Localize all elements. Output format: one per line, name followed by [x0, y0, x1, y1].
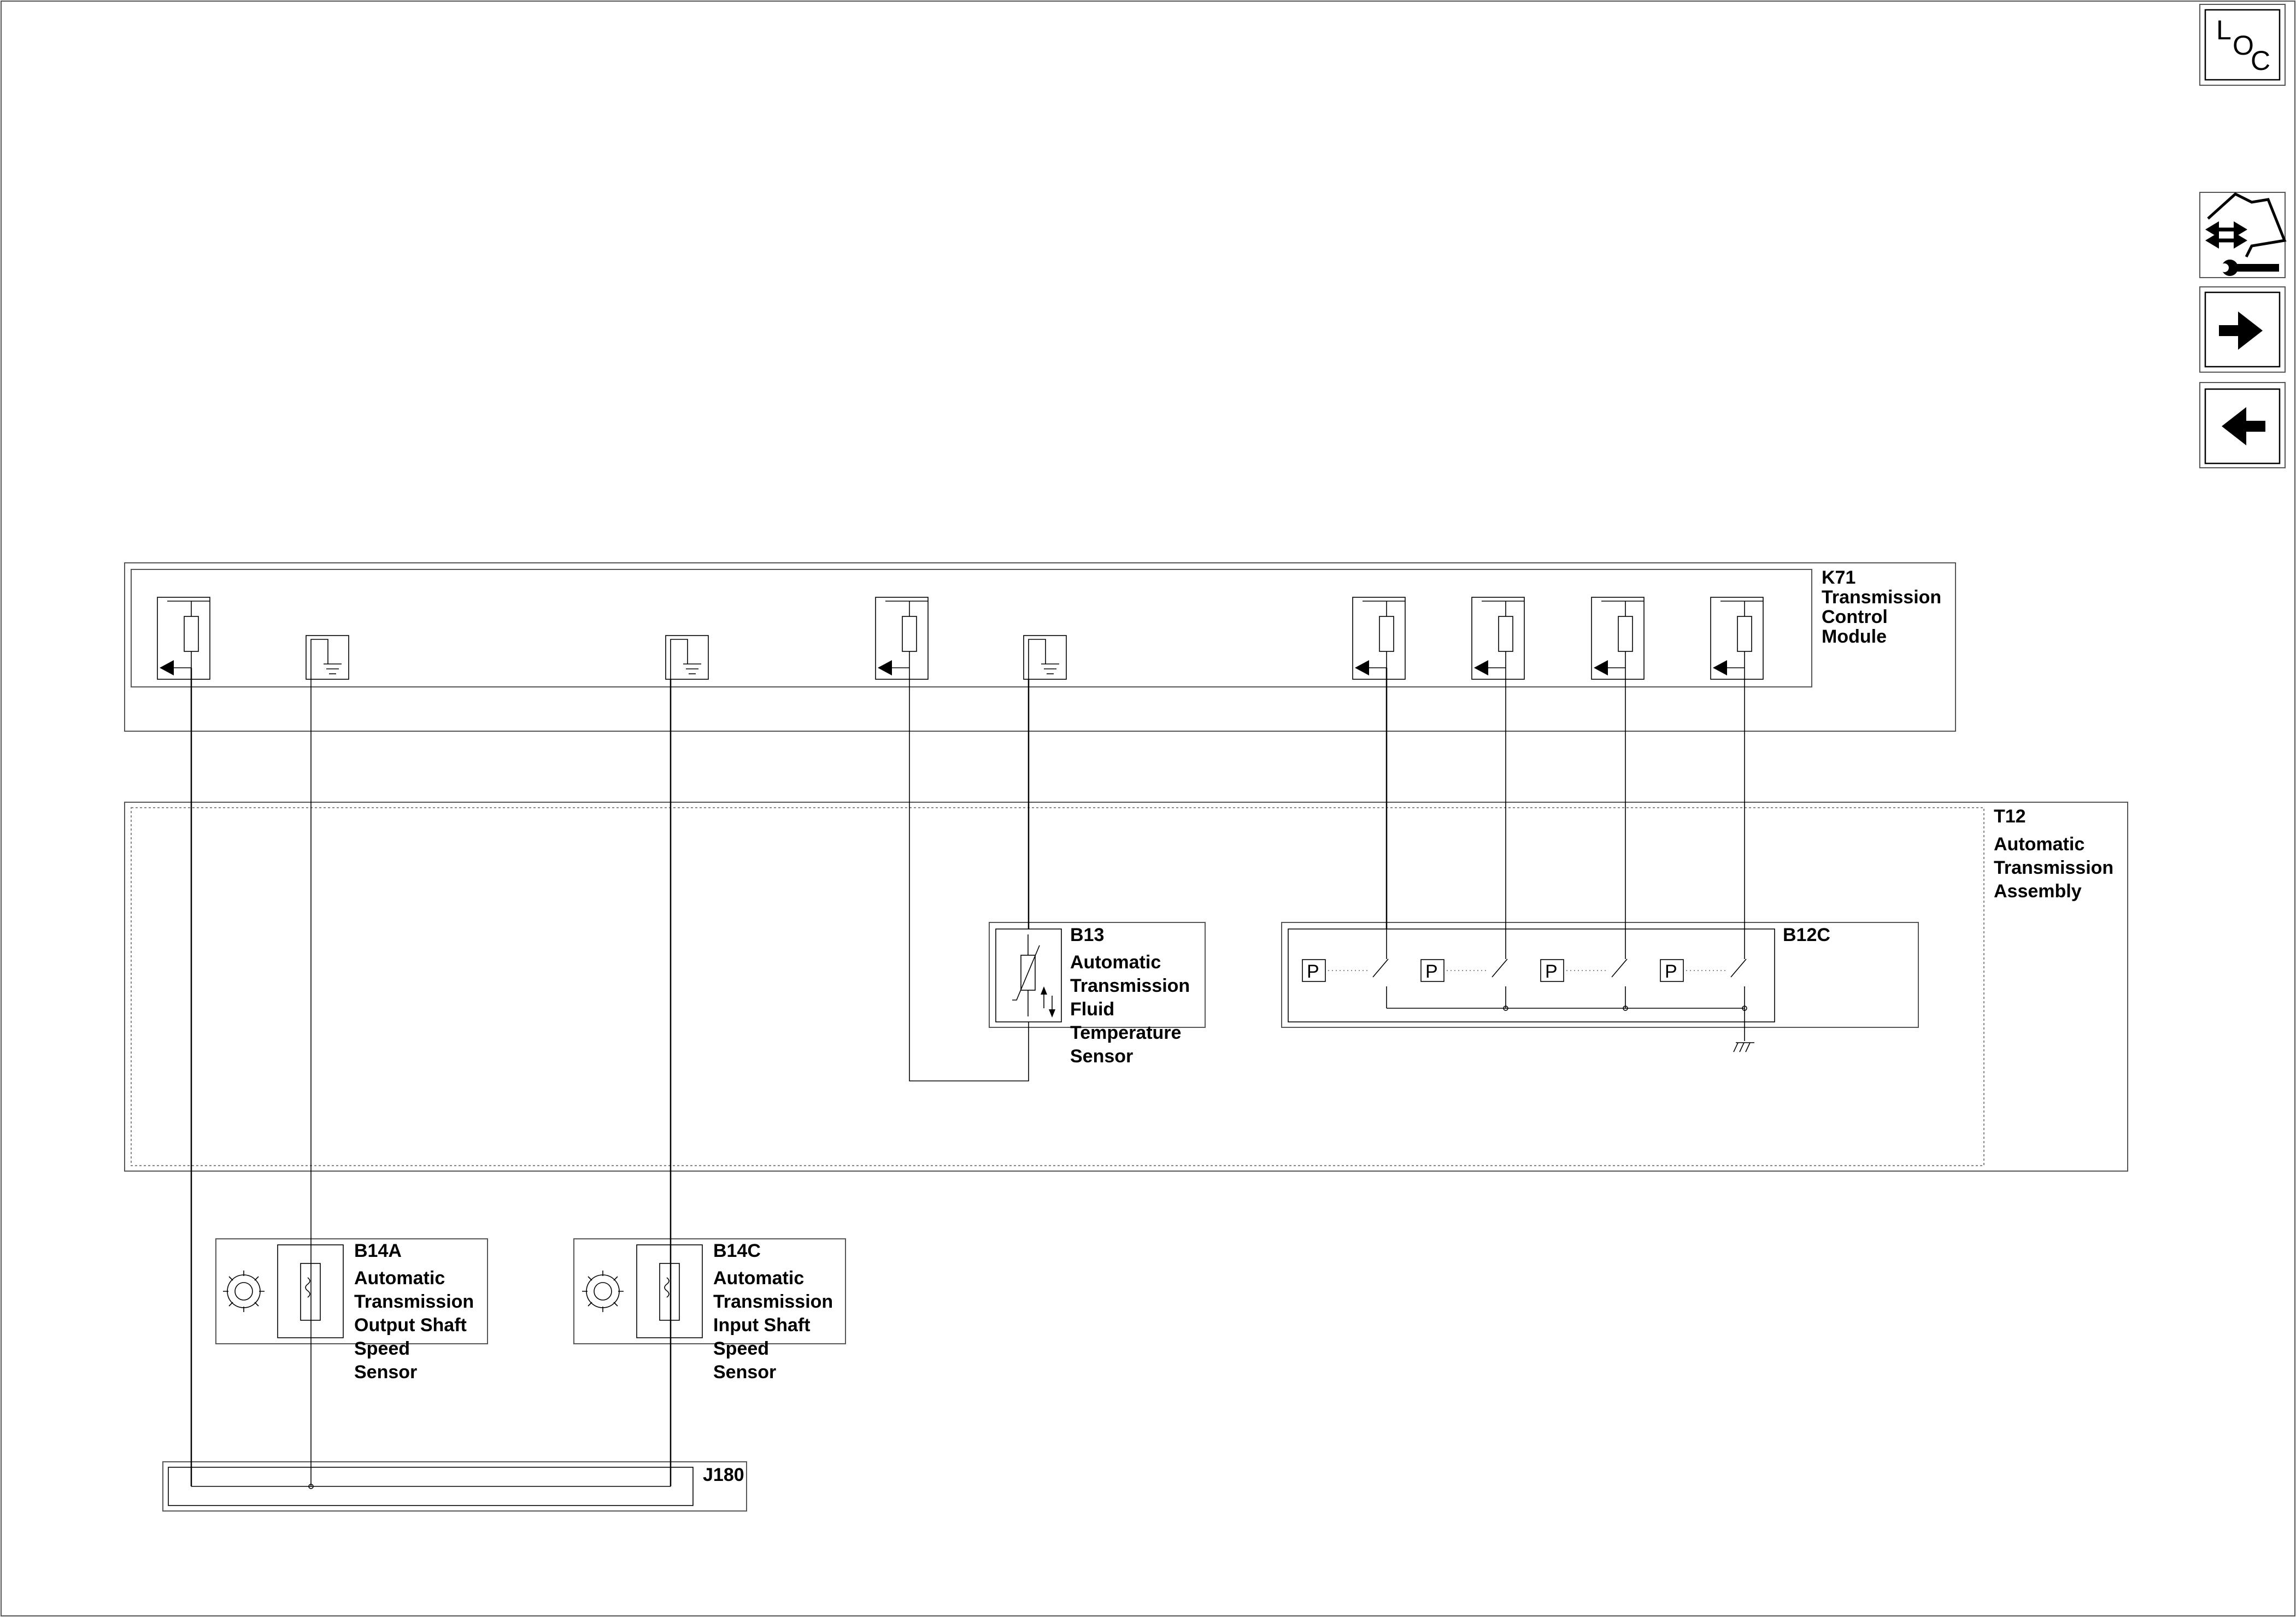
b14a-output-speed-sensor: B14A Automatic Transmission Output Shaft…	[215, 1238, 488, 1383]
k71-driver-cell-5	[1591, 597, 1645, 680]
thermistor-icon	[1012, 945, 1040, 1001]
k71-driver-cell-4	[1471, 597, 1525, 680]
pressure-switch-3-label: P	[1545, 961, 1558, 982]
b14a-name-line-3: Output Shaft	[354, 1315, 467, 1336]
k71-driver-cell-3	[1352, 597, 1406, 680]
b13-name-line-1: Automatic	[1070, 952, 1161, 973]
t12-name-line-1: Automatic	[1994, 834, 2084, 855]
k71-name-line-1: Transmission	[1822, 587, 1941, 608]
b13-name-line-4: Temperature	[1070, 1022, 1181, 1043]
loc-letter-o: O	[2233, 30, 2254, 61]
k71-ground-cell-1	[306, 635, 349, 680]
b13-name-line-2: Transmission	[1070, 975, 1190, 996]
b14a-id: B14A	[354, 1240, 402, 1261]
b14c-input-speed-sensor: B14C Automatic Transmission Input Shaft …	[573, 1238, 846, 1383]
loc-letter-c: C	[2251, 45, 2270, 76]
coil-icon	[664, 1277, 670, 1298]
b14c-id: B14C	[713, 1240, 761, 1261]
t12-name-line-2: Transmission	[1994, 857, 2113, 878]
pressure-switch-2: P	[1420, 929, 1508, 1008]
k71-driver-cell-1	[157, 597, 210, 680]
k71-name-line-3: Module	[1822, 626, 1887, 647]
b13-id: B13	[1070, 925, 1104, 945]
gear-icon	[223, 1271, 265, 1312]
b13-name-line-3: Fluid	[1070, 999, 1114, 1020]
b14a-name-line-5: Sensor	[354, 1362, 417, 1383]
j180-id: J180	[703, 1465, 744, 1485]
t12-id: T12	[1994, 806, 2026, 827]
j180-splice: J180	[162, 1461, 747, 1512]
pressure-switch-4-label: P	[1665, 961, 1677, 982]
location-button[interactable]: L O C	[2199, 4, 2286, 86]
b14c-name-line-5: Sensor	[713, 1362, 776, 1383]
pressure-switch-1-label: P	[1307, 961, 1319, 982]
previous-page-button[interactable]	[2199, 382, 2286, 468]
k71-id: K71	[1822, 567, 1855, 588]
pressure-switch-1: P	[1302, 929, 1389, 1008]
gear-icon	[582, 1271, 624, 1312]
chassis-ground-icon	[1733, 1042, 1754, 1052]
arrow-left-icon	[2222, 407, 2265, 445]
t12-name-line-3: Assembly	[1994, 881, 2082, 902]
loc-letter-l: L	[2216, 15, 2232, 45]
b12c-id: B12C	[1783, 925, 1830, 945]
pressure-switch-3: P	[1540, 929, 1628, 1008]
t12-assembly: T12 Automatic Transmission Assembly	[124, 802, 2128, 1172]
pressure-switch-4: P	[1660, 929, 1747, 1008]
k71-driver-cell-6	[1710, 597, 1764, 680]
k71-name-line-2: Control	[1822, 607, 1888, 627]
arrow-right-icon	[2219, 311, 2263, 350]
next-page-button[interactable]	[2199, 286, 2286, 373]
b12c-pressure-switch-assembly: B12C P P P P	[1281, 922, 1919, 1052]
wiring-harness	[190, 668, 1745, 1486]
b13-temperature-sensor: B13 Automatic Transmission Fluid Tempera…	[989, 922, 1206, 1067]
b14a-name-line-4: Speed	[354, 1338, 410, 1359]
b14c-name-line-4: Speed	[713, 1338, 769, 1359]
coil-icon	[305, 1277, 310, 1298]
b13-name-line-5: Sensor	[1070, 1046, 1133, 1067]
k71-driver-cell-2	[875, 597, 929, 680]
b14a-name-line-2: Transmission	[354, 1291, 474, 1312]
b14c-name-line-3: Input Shaft	[713, 1315, 811, 1336]
pressure-switch-2-label: P	[1425, 961, 1438, 982]
k71-module: K71 Transmission Control Module	[124, 562, 1956, 732]
b14a-name-line-1: Automatic	[354, 1268, 445, 1289]
b14c-name-line-1: Automatic	[713, 1268, 804, 1289]
service-info-button[interactable]	[2199, 192, 2287, 278]
wrench-arrows-icon	[2205, 192, 2287, 276]
b14c-name-line-2: Transmission	[713, 1291, 833, 1312]
k71-ground-cell-2	[665, 635, 709, 680]
k71-ground-cell-3	[1023, 635, 1067, 680]
